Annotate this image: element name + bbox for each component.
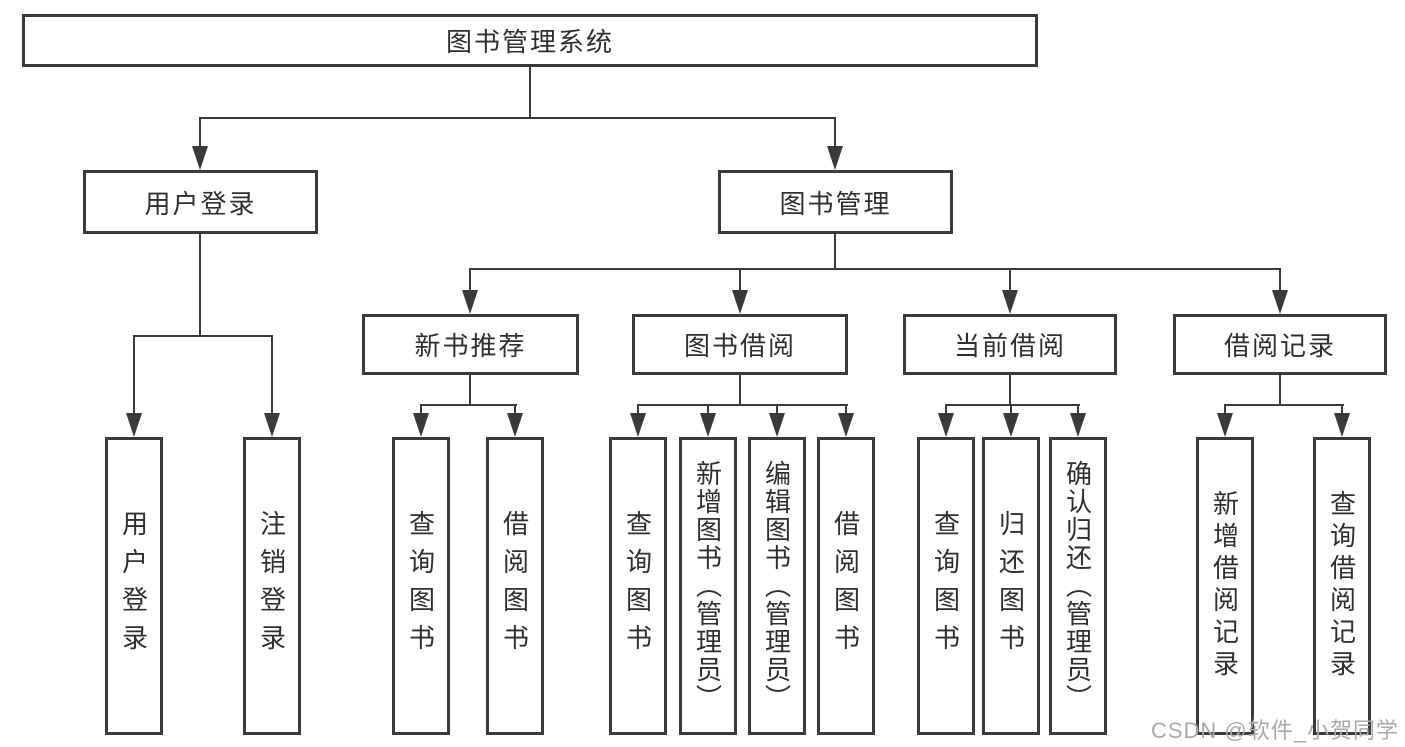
leaf-logout: 注销登录 — [243, 437, 301, 735]
leaf-edit-books-admin-label: 编辑图书（管理员） — [761, 460, 792, 712]
node-book-borrow: 图书借阅 — [632, 314, 848, 375]
arrowhead-to-new-book-recommend — [462, 290, 478, 314]
arrowhead-currentborrow-0 — [938, 413, 954, 437]
connector-root-stem — [529, 67, 531, 119]
connector-currentborrow-drop-1 — [1010, 404, 1012, 415]
arrowhead-to-user-login — [192, 146, 208, 170]
node-new-book-recommend-label: 新书推荐 — [414, 331, 527, 361]
node-user-login-label: 用户登录 — [144, 188, 257, 219]
arrowhead-records-1 — [1334, 413, 1350, 437]
leaf-add-borrow-record-label: 新增借阅记录 — [1209, 490, 1240, 682]
leaf-borrow-books-1: 借阅图书 — [486, 437, 544, 735]
connector-root-drop-mgmt — [834, 117, 836, 149]
connector-mgmt-bar — [469, 268, 1281, 270]
arrowhead-to-leaf-user-login — [126, 413, 142, 437]
leaf-return-books: 归还图书 — [982, 437, 1040, 735]
leaf-add-books-admin-label: 新增图书（管理员） — [692, 460, 723, 712]
arrowhead-bookborrow-2 — [769, 413, 785, 437]
leaf-borrow-books-1-label: 借阅图书 — [499, 510, 530, 662]
arrowhead-currentborrow-1 — [1003, 413, 1019, 437]
node-book-borrow-label: 图书借阅 — [683, 331, 796, 361]
node-user-login: 用户登录 — [83, 170, 318, 234]
leaf-query-books-3: 查询图书 — [917, 437, 975, 735]
connector-bookborrow-stem — [739, 375, 741, 406]
connector-mgmt-drop-2 — [1009, 268, 1011, 292]
connector-login-bar — [133, 335, 273, 337]
leaf-confirm-return-admin-label: 确认归还（管理员） — [1062, 460, 1093, 712]
leaf-user-login-label: 用户登录 — [118, 510, 149, 662]
leaf-confirm-return-admin: 确认归还（管理员） — [1049, 437, 1107, 735]
arrowhead-bookborrow-1 — [700, 413, 716, 437]
leaf-edit-books-admin: 编辑图书（管理员） — [748, 437, 806, 735]
csdn-watermark: CSDN @软件_小贺同学 — [1150, 718, 1399, 743]
arrowhead-newbooks-1 — [507, 413, 523, 437]
leaf-query-books-2-label: 查询图书 — [622, 510, 653, 662]
connector-mgmt-drop-3 — [1279, 268, 1281, 292]
leaf-query-borrow-record: 查询借阅记录 — [1313, 437, 1371, 735]
node-borrow-records-label: 借阅记录 — [1223, 331, 1336, 361]
connector-records-drop-1 — [1341, 404, 1343, 415]
connector-root-bar — [199, 117, 836, 119]
node-root-label: 图书管理系统 — [445, 27, 614, 57]
leaf-borrow-books-2: 借阅图书 — [817, 437, 875, 735]
arrowhead-to-book-borrow — [732, 290, 748, 314]
arrowhead-newbooks-0 — [413, 413, 429, 437]
connector-bookborrow-drop-2 — [776, 404, 778, 415]
connector-login-drop-1 — [271, 335, 273, 415]
connector-currentborrow-stem — [1009, 375, 1011, 406]
leaf-query-books-1-label: 查询图书 — [405, 510, 436, 662]
leaf-query-borrow-record-label: 查询借阅记录 — [1326, 490, 1357, 682]
connector-newbooks-drop-0 — [420, 404, 422, 415]
arrowhead-to-current-borrow — [1002, 290, 1018, 314]
leaf-add-borrow-record: 新增借阅记录 — [1196, 437, 1254, 735]
connector-currentborrow-drop-2 — [1077, 404, 1079, 415]
arrowhead-currentborrow-2 — [1070, 413, 1086, 437]
connector-login-drop-0 — [133, 335, 135, 415]
leaf-query-books-1: 查询图书 — [392, 437, 450, 735]
leaf-logout-label: 注销登录 — [256, 510, 287, 662]
arrowhead-bookborrow-0 — [630, 413, 646, 437]
leaf-user-login: 用户登录 — [105, 437, 163, 735]
node-new-book-recommend: 新书推荐 — [362, 314, 579, 375]
connector-bookborrow-drop-1 — [707, 404, 709, 415]
connector-newbooks-stem — [469, 375, 471, 406]
node-book-management-label: 图书管理 — [779, 188, 892, 219]
leaf-return-books-label: 归还图书 — [995, 510, 1026, 662]
connector-bookborrow-drop-3 — [845, 404, 847, 415]
leaf-borrow-books-2-label: 借阅图书 — [830, 510, 861, 662]
connector-records-bar — [1224, 404, 1344, 406]
connector-newbooks-bar — [420, 404, 517, 406]
connector-currentborrow-bar — [945, 404, 1080, 406]
connector-records-drop-0 — [1224, 404, 1226, 415]
connector-mgmt-stem — [834, 234, 836, 270]
connector-newbooks-drop-1 — [514, 404, 516, 415]
connector-login-stem — [199, 234, 201, 337]
connector-mgmt-drop-1 — [739, 268, 741, 292]
arrowhead-bookborrow-3 — [838, 413, 854, 437]
arrowhead-to-borrow-records — [1272, 290, 1288, 314]
arrowhead-to-book-management — [827, 146, 843, 170]
arrowhead-records-0 — [1217, 413, 1233, 437]
connector-records-stem — [1279, 375, 1281, 406]
node-root-system: 图书管理系统 — [22, 14, 1038, 67]
node-current-borrow: 当前借阅 — [903, 314, 1117, 375]
leaf-query-books-2: 查询图书 — [609, 437, 667, 735]
connector-mgmt-drop-0 — [469, 268, 471, 292]
connector-bookborrow-drop-0 — [637, 404, 639, 415]
node-borrow-records: 借阅记录 — [1173, 314, 1387, 375]
connector-currentborrow-drop-0 — [945, 404, 947, 415]
leaf-add-books-admin: 新增图书（管理员） — [679, 437, 737, 735]
node-current-borrow-label: 当前借阅 — [953, 331, 1066, 361]
connector-root-drop-login — [199, 117, 201, 149]
node-book-management: 图书管理 — [718, 170, 953, 234]
leaf-query-books-3-label: 查询图书 — [930, 510, 961, 662]
arrowhead-to-leaf-logout — [264, 413, 280, 437]
connector-bookborrow-bar — [637, 404, 848, 406]
